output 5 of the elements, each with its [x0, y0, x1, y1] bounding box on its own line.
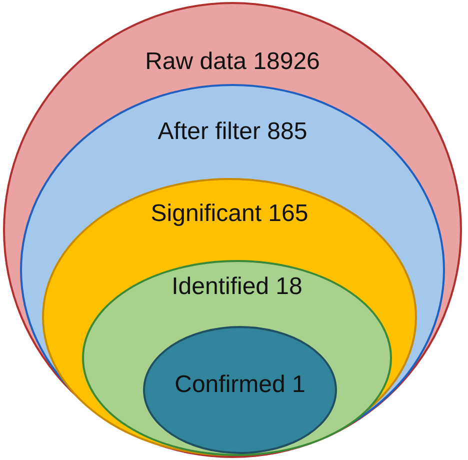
region-label: Raw data 18926 [145, 48, 320, 76]
region-label: Identified 18 [172, 273, 302, 301]
region-label: Confirmed 1 [174, 371, 306, 399]
region-label: Significant 165 [150, 200, 308, 228]
region-label: After filter 885 [158, 118, 308, 146]
